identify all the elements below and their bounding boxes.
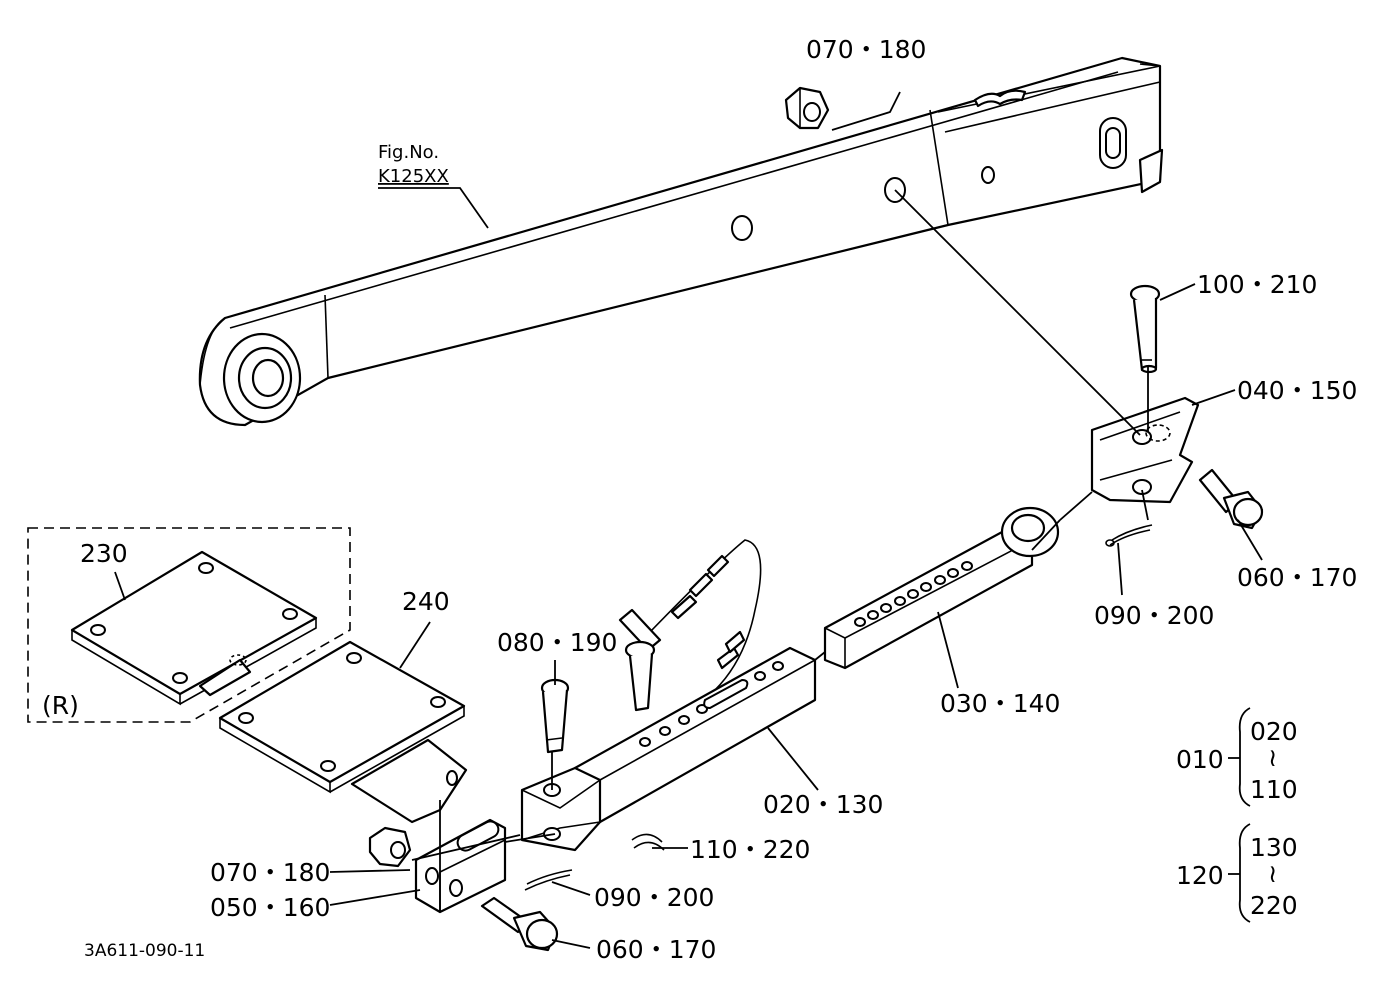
drawing-code: 3A611-090-11 bbox=[84, 941, 205, 961]
label-plate-230: 230 bbox=[80, 539, 128, 568]
assembly-bottom: 220 bbox=[1250, 891, 1298, 920]
assembly-010: 010 020 ≀ 110 bbox=[1176, 707, 1298, 807]
label-pin-top: 100・210 bbox=[1197, 270, 1317, 299]
clevis-plate bbox=[414, 818, 507, 914]
figure-ref-line1: Fig.No. bbox=[378, 142, 439, 163]
label-pin-mid: 080・190 bbox=[497, 628, 617, 657]
label-rod: 030・140 bbox=[940, 689, 1060, 718]
assembly-top: 130 bbox=[1250, 833, 1298, 862]
assembly-id: 010 bbox=[1176, 745, 1224, 774]
hex-nut-top bbox=[784, 86, 830, 130]
hex-nut-bottom bbox=[368, 826, 412, 868]
clevis-pin-top bbox=[1129, 284, 1161, 374]
chain-pin bbox=[618, 608, 662, 712]
label-bolt-right: 060・170 bbox=[1237, 563, 1357, 592]
label-cotter-right: 090・200 bbox=[1094, 601, 1214, 630]
plate-240 bbox=[218, 640, 468, 824]
assembly-bottom: 110 bbox=[1250, 775, 1298, 804]
bolt-right bbox=[1198, 468, 1264, 530]
label-tube: 020・130 bbox=[763, 790, 883, 819]
label-bracket: 040・150 bbox=[1237, 376, 1357, 405]
plate-230 bbox=[70, 550, 318, 706]
bracket bbox=[1090, 396, 1200, 504]
label-nut-bottom: 070・180 bbox=[210, 858, 330, 887]
assembly-top: 020 bbox=[1250, 717, 1298, 746]
label-cotter-bottom: 090・200 bbox=[594, 883, 714, 912]
clevis-pin-mid bbox=[540, 678, 570, 754]
assembly-tilde: ≀ bbox=[1268, 743, 1277, 772]
figure-ref-line2: K125XX bbox=[378, 166, 449, 187]
assembly-id: 120 bbox=[1176, 861, 1224, 890]
leader-lines bbox=[114, 91, 1263, 949]
label-chain-pin: 110・220 bbox=[690, 835, 810, 864]
dashed-frame-r bbox=[27, 527, 351, 723]
adjusting-rod bbox=[823, 506, 1060, 670]
label-r-marker: (R) bbox=[42, 691, 79, 720]
label-clevis: 050・160 bbox=[210, 893, 330, 922]
lower-link-arm bbox=[198, 56, 1164, 427]
assembly-tilde: ≀ bbox=[1268, 859, 1277, 888]
label-plate-240: 240 bbox=[402, 587, 450, 616]
label-bolt-bottom: 060・170 bbox=[596, 935, 716, 964]
bolt-bottom bbox=[480, 896, 559, 952]
cotter-pin-right bbox=[1105, 524, 1153, 547]
label-nut-top: 070・180 bbox=[806, 35, 926, 64]
telescopic-tube bbox=[520, 646, 817, 852]
cotter-pin-bottom bbox=[524, 869, 573, 891]
assembly-120: 120 130 ≀ 220 bbox=[1176, 823, 1298, 923]
chain bbox=[649, 539, 762, 691]
